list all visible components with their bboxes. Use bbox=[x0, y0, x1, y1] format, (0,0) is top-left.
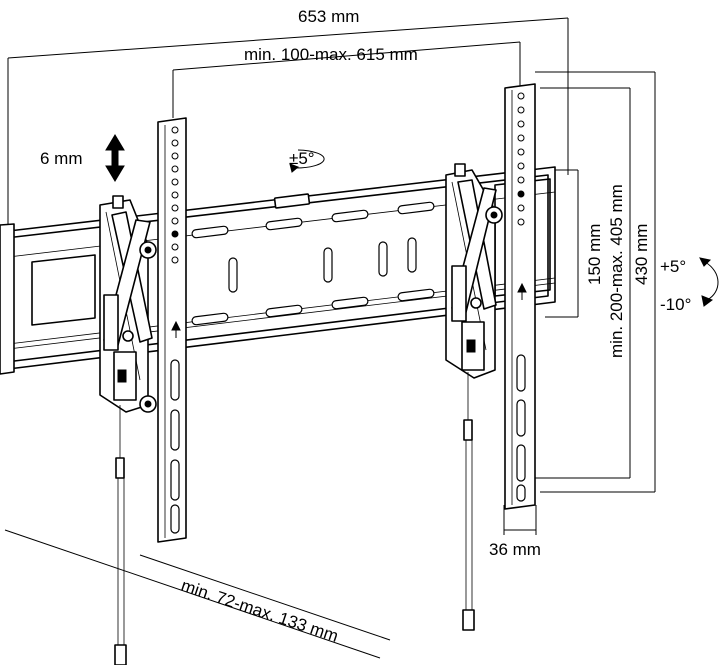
overall-width-label: 653 mm bbox=[298, 7, 359, 26]
vertical-adjust-label: 6 mm bbox=[40, 149, 83, 168]
right-bracket-holes bbox=[516, 92, 526, 502]
up-arrow-icon bbox=[171, 320, 181, 338]
vesa-horizontal-label: min. 100-max. 615 mm bbox=[244, 45, 418, 64]
right-vertical-bracket bbox=[504, 83, 536, 510]
wall-distance-label: min. 72-max. 133 mm bbox=[179, 576, 341, 646]
rotation-label: ±5° bbox=[289, 149, 315, 168]
tilt-arrow-icon bbox=[699, 257, 719, 307]
left-bracket-holes bbox=[170, 126, 180, 534]
dimension-lines bbox=[4, 17, 656, 659]
left-tilt-mechanism bbox=[99, 195, 157, 665]
arm-width-label: 36 mm bbox=[489, 540, 541, 559]
tilt-down-label: -10° bbox=[660, 295, 691, 314]
double-arrow-icon bbox=[105, 134, 125, 182]
rail-height-label: 150 mm bbox=[585, 224, 604, 285]
tilt-up-label: +5° bbox=[660, 257, 686, 276]
up-arrow-icon bbox=[517, 282, 527, 300]
rail-slots bbox=[191, 201, 435, 326]
left-vertical-bracket bbox=[157, 117, 187, 543]
rotate-arrow-icon bbox=[289, 149, 325, 173]
bracket-height-label: 430 mm bbox=[632, 224, 651, 285]
vesa-vertical-label: min. 200-max. 405 mm bbox=[607, 184, 626, 358]
right-tilt-mechanism bbox=[445, 163, 503, 631]
